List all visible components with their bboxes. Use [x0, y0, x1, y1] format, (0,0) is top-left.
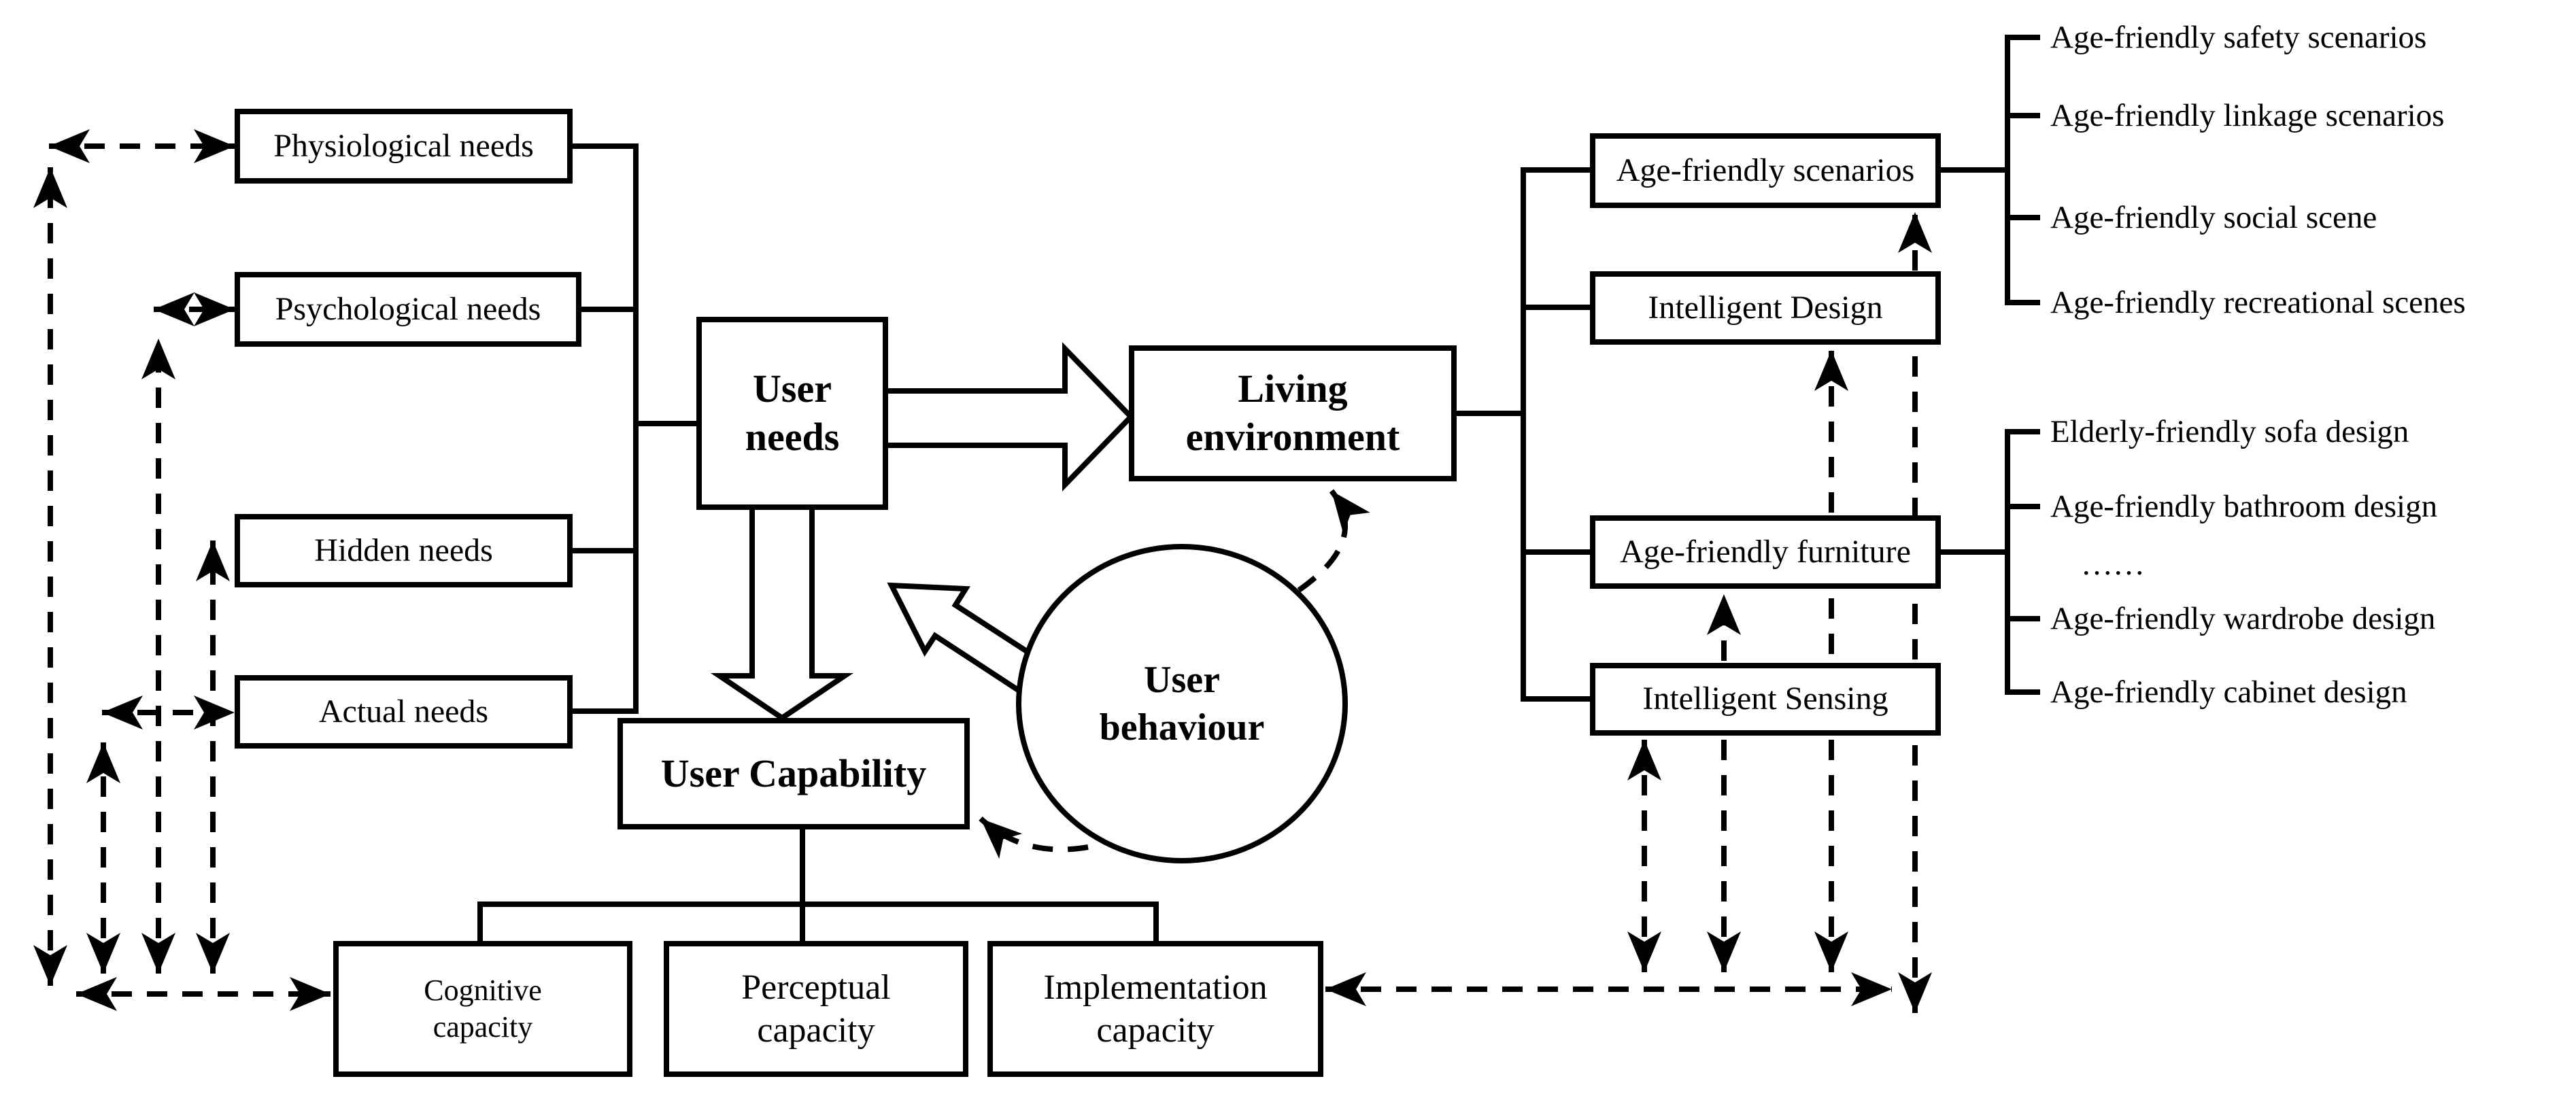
intelligent-sensing-label: Intelligent Sensing	[1642, 681, 1888, 717]
solid-connectors	[477, 35, 2040, 945]
box-intelligent-sensing: Intelligent Sensing	[1590, 663, 1941, 736]
physiological-needs-label: Physiological needs	[273, 127, 534, 164]
box-intelligent-design: Intelligent Design	[1590, 271, 1941, 345]
box-implementation-capacity: Implementation capacity	[987, 941, 1323, 1077]
dashed-curve-behaviour-to-capability	[979, 817, 1089, 859]
living-environment-label: Living environment	[1185, 366, 1400, 459]
leaf-linkage-scenarios: Age-friendly linkage scenarios	[2050, 98, 2445, 133]
actual-needs-label: Actual needs	[318, 693, 489, 730]
user-capability-label: User Capability	[660, 751, 927, 795]
age-friendly-scenarios-label: Age-friendly scenarios	[1616, 152, 1915, 188]
box-actual-needs: Actual needs	[235, 675, 573, 749]
hidden-needs-label: Hidden needs	[314, 532, 493, 568]
box-hidden-needs: Hidden needs	[235, 514, 573, 587]
user-needs-label: User needs	[745, 366, 840, 459]
psychological-needs-label: Psychological needs	[275, 290, 541, 327]
box-user-needs: User needs	[696, 317, 888, 510]
box-living-environment: Living environment	[1129, 345, 1457, 481]
block-arrow-userneeds-to-livingenv	[881, 342, 1135, 492]
leaf-ellipsis: ……	[2081, 547, 2145, 582]
box-cognitive-capacity: Cognitive capacity	[333, 941, 632, 1077]
box-age-friendly-scenarios: Age-friendly scenarios	[1590, 133, 1941, 208]
leaf-cabinet-design: Age-friendly cabinet design	[2050, 674, 2407, 710]
leaf-sofa-design: Elderly-friendly sofa design	[2050, 414, 2409, 449]
box-perceptual-capacity: Perceptual capacity	[664, 941, 968, 1077]
implementation-capacity-label: Implementation capacity	[1043, 967, 1268, 1050]
cognitive-capacity-label: Cognitive capacity	[424, 974, 542, 1044]
user-behaviour-label: User behaviour	[1099, 659, 1265, 749]
leaf-recreational-scenes: Age-friendly recreational scenes	[2050, 285, 2466, 320]
leaf-safety-scenarios: Age-friendly safety scenarios	[2050, 20, 2427, 55]
age-friendly-furniture-label: Age-friendly furniture	[1620, 533, 1911, 570]
leaf-wardrobe-design: Age-friendly wardrobe design	[2050, 601, 2436, 636]
box-physiological-needs: Physiological needs	[235, 109, 573, 184]
perceptual-capacity-label: Perceptual capacity	[741, 967, 891, 1050]
box-psychological-needs: Psychological needs	[235, 272, 581, 347]
intelligent-design-label: Intelligent Design	[1648, 289, 1883, 326]
dashed-curve-behaviour-to-livingenv	[1297, 489, 1370, 593]
leaf-bathroom-design: Age-friendly bathroom design	[2050, 489, 2438, 524]
leaf-social-scene: Age-friendly social scene	[2050, 200, 2377, 235]
block-arrow-userneeds-to-capability	[710, 473, 854, 721]
dashed-connectors	[33, 129, 1932, 1013]
box-age-friendly-furniture: Age-friendly furniture	[1590, 515, 1941, 589]
circle-user-behaviour: User behaviour	[1016, 544, 1348, 863]
box-user-capability: User Capability	[617, 718, 970, 829]
